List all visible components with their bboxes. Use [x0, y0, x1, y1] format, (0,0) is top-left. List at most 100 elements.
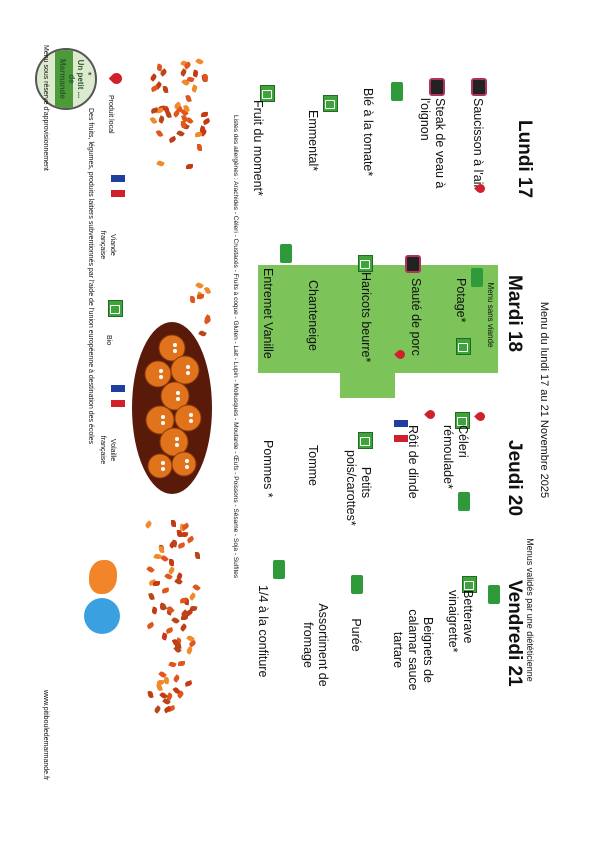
- viande-francaise-legend-icon: [111, 175, 125, 197]
- bio-legend-icon: [108, 300, 123, 317]
- local-product-pin-icon: [108, 70, 125, 87]
- leaf-decoration: [171, 616, 180, 625]
- leaf-decoration: [162, 705, 172, 714]
- logo-text: Un petit ... de Marmande: [58, 58, 85, 99]
- legend-volaille: Volaille française: [99, 435, 116, 465]
- eco-label-icon: [488, 585, 500, 604]
- dish-vendredi-plat: Beignets de calamar sauce tartare: [391, 609, 435, 691]
- leaf-decoration: [165, 110, 173, 119]
- leaf-decoration: [183, 104, 191, 113]
- day-title-vendredi: Vendredi 21: [504, 580, 525, 687]
- bio-ab-icon: [323, 95, 338, 112]
- leaf-decoration: [203, 286, 212, 295]
- dish-vendredi-entree: Betterave vinaigrette*: [446, 590, 475, 653]
- bio-ab-icon: [358, 255, 373, 272]
- footer-disclaimer: Menu sous réserve d'approvisionnement: [42, 45, 49, 171]
- eco-label-icon: [458, 492, 470, 511]
- bio-ab-icon: [358, 432, 373, 449]
- volaille-francaise-icon: [394, 420, 408, 442]
- leaf-decoration: [146, 621, 155, 630]
- bio-ab-icon: [456, 338, 471, 355]
- leaf-decoration: [185, 646, 194, 655]
- day-title-jeudi: Jeudi 20: [504, 440, 525, 517]
- viande-francaise-icon: [405, 255, 421, 273]
- dish-vendredi-accompagnement: Purée: [349, 618, 363, 652]
- leaf-decoration: [149, 73, 158, 83]
- leaf-decoration: [188, 592, 198, 602]
- leaf-decoration: [201, 111, 209, 117]
- leaf-decoration: [196, 294, 204, 300]
- leaf-decoration: [183, 61, 193, 70]
- dish-mardi-dessert: Entremet Vanille: [261, 268, 275, 359]
- day-title-mardi: Mardi 18: [504, 275, 525, 353]
- legend-viande: Viande française: [99, 230, 116, 260]
- allergens-list: Listes des allergènes : Arachides - Céle…: [232, 115, 239, 579]
- dish-mardi-entree: Potage*: [454, 278, 468, 323]
- dish-jeudi-dessert: Pommes *: [261, 440, 275, 498]
- leaf-decoration: [155, 159, 165, 167]
- leaf-decoration: [158, 114, 166, 124]
- leaf-decoration: [145, 565, 155, 575]
- autumn-leaves-right: [144, 519, 201, 720]
- leaf-decoration: [158, 545, 165, 554]
- leaf-decoration: [144, 519, 153, 529]
- leaf-decoration: [194, 552, 200, 560]
- leaf-decoration: [148, 592, 155, 601]
- dish-lundi-entree: Saucisson à l'ail: [471, 98, 485, 188]
- legend-bio: Bio: [105, 335, 112, 346]
- leaf-decoration: [184, 94, 192, 103]
- leaf-decoration: [197, 144, 203, 152]
- leaf-decoration: [201, 117, 211, 125]
- viande-francaise-icon: [471, 78, 487, 96]
- leaf-decoration: [173, 577, 183, 586]
- dish-jeudi-fromage: Tomme: [306, 445, 320, 486]
- leaf-decoration: [170, 520, 176, 528]
- leaf-decoration: [153, 581, 161, 587]
- leaf-decoration: [172, 674, 182, 683]
- eco-label-icon: [471, 268, 483, 287]
- dish-lundi-accompagnement: Blé à la tomate*: [361, 88, 375, 177]
- local-product-pin-icon: [424, 408, 437, 421]
- leaf-decoration: [194, 57, 204, 66]
- leaf-decoration: [186, 535, 195, 544]
- leaf-decoration: [179, 622, 188, 632]
- leaf-decoration: [175, 129, 185, 138]
- dish-mardi-accompagnement: Haricots beurre*: [359, 272, 373, 363]
- autumn-leaves-left: [149, 55, 211, 175]
- leaf-decoration: [202, 73, 209, 82]
- legend-subsidy-note: Des fruits, légumes, produits laitiers s…: [87, 108, 94, 445]
- dish-lundi-dessert: Fruit du moment*: [251, 100, 265, 196]
- viande-francaise-icon: [429, 78, 445, 96]
- local-product-pin-icon: [474, 410, 487, 423]
- dish-jeudi-accompagnement: Petits pois/carottes*: [344, 450, 373, 526]
- halloween-pumpkins-image: [130, 318, 220, 498]
- leaf-decoration: [186, 163, 194, 169]
- leaf-decoration: [184, 680, 193, 688]
- leaf-decoration: [180, 121, 186, 129]
- leaf-decoration: [190, 84, 199, 93]
- eco-label-icon: [273, 560, 285, 579]
- mardi-menu-note: Menu sans viande: [486, 282, 495, 348]
- leaf-decoration: [189, 295, 196, 303]
- leaf-decoration: [168, 558, 174, 566]
- footer-website: www.pitibouledemarmande.fr: [42, 690, 49, 781]
- leaf-decoration: [168, 135, 177, 144]
- leaf-decoration: [167, 566, 176, 575]
- leaf-decoration: [147, 690, 154, 699]
- dish-mardi-fromage: Chanteneige: [306, 280, 320, 351]
- eco-label-icon: [351, 575, 363, 594]
- leaf-decoration: [153, 705, 162, 715]
- eco-label-icon: [280, 244, 292, 263]
- leaf-decoration: [194, 281, 204, 290]
- legend-local: Produit local: [107, 95, 114, 134]
- dish-mardi-plat: Sauté de porc: [409, 278, 423, 356]
- leaf-decoration: [180, 531, 189, 538]
- menu-title: Menu du lundi 17 au 21 Novembre 2025: [538, 301, 550, 499]
- leaf-decoration: [163, 676, 170, 685]
- leaf-decoration: [150, 606, 158, 615]
- leaf-decoration: [161, 632, 168, 641]
- leaf-decoration: [177, 541, 186, 549]
- leaf-decoration: [191, 583, 201, 592]
- leaf-decoration: [162, 587, 170, 594]
